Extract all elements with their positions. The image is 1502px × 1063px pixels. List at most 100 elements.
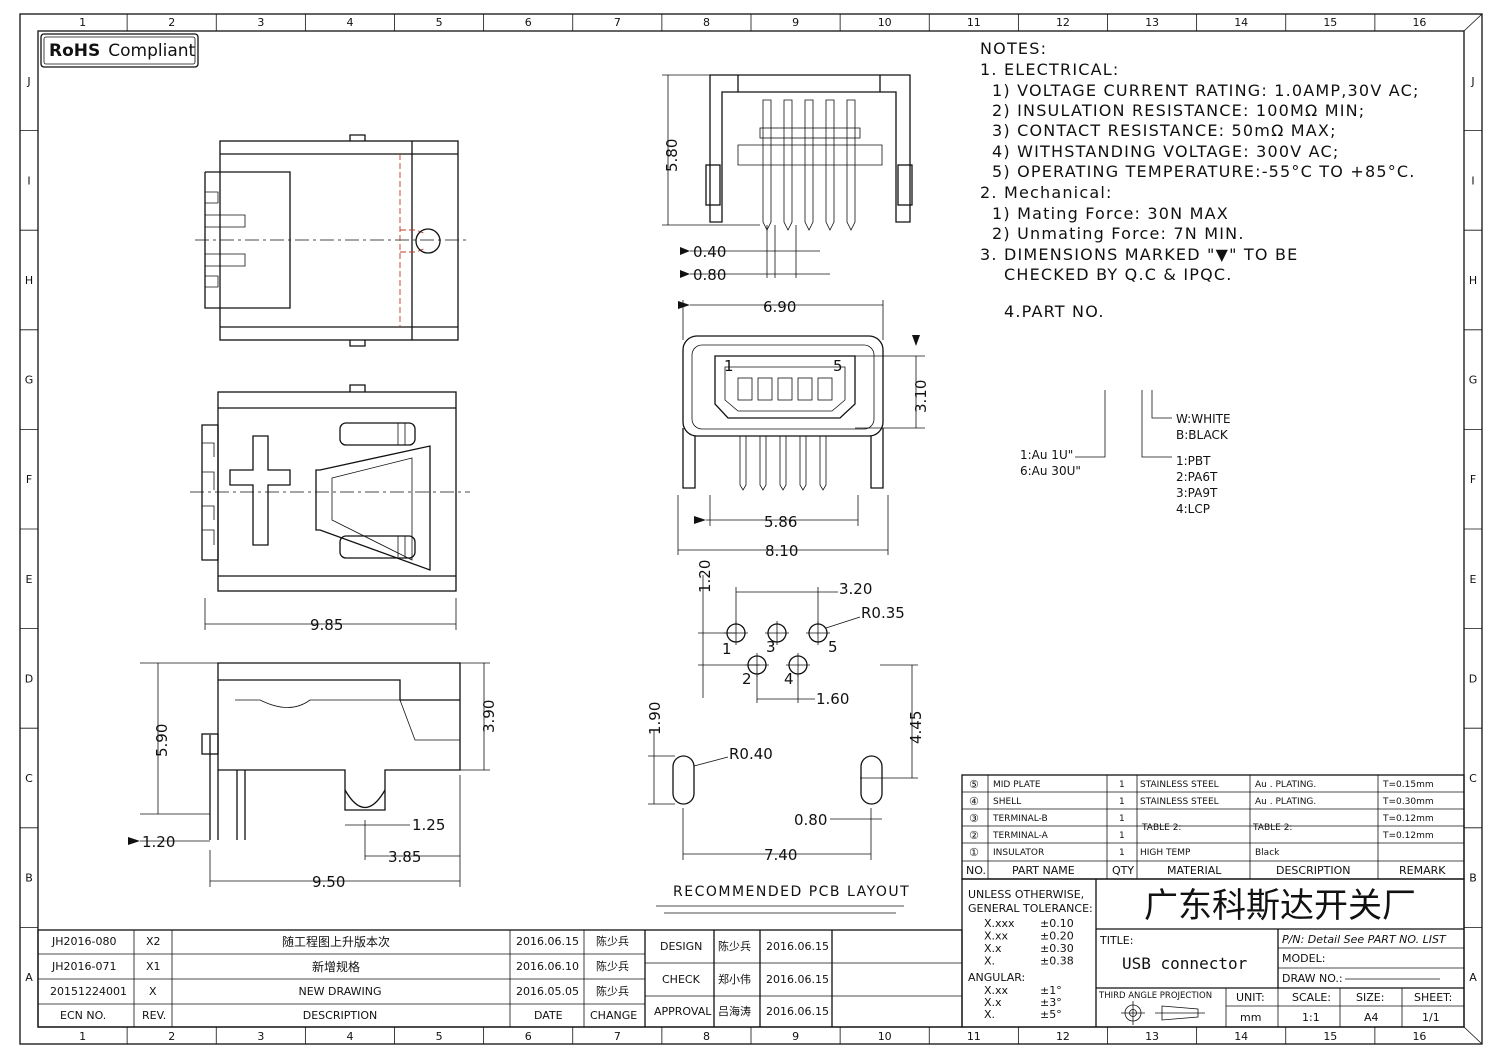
zone-column-label: 12 <box>1056 1030 1070 1043</box>
bom-qty: 1 <box>1119 848 1125 858</box>
zone-column-label: 13 <box>1145 1030 1159 1043</box>
approval-name: 陈少兵 <box>718 939 751 953</box>
pin-label: 5 <box>833 357 843 375</box>
zone-row-label: H <box>25 274 33 287</box>
front-contacts <box>737 377 833 401</box>
bom-qty: 1 <box>1119 797 1125 807</box>
rev-description: NEW DRAWING <box>298 985 381 998</box>
dim-label: 3.85 <box>388 848 421 866</box>
tolerance-value: ±0.20 <box>1040 930 1074 943</box>
zone-column-label: 2 <box>168 16 175 29</box>
scale-label: SCALE: <box>1292 991 1331 1004</box>
bom-name: MID PLATE <box>993 780 1041 790</box>
revision-row: JH2016-080 X2 随工程图上升版本次 2016.06.15 陈少兵 <box>51 934 629 949</box>
rev-date: 2016.06.10 <box>516 960 579 973</box>
dim-label: 6.90 <box>763 298 796 316</box>
contact-slot <box>737 377 753 401</box>
pcb-hole-layout: 1.20 3.20 R0.35 1 3 5 2 4 1.60 4.45 1.90… <box>646 560 925 914</box>
zone-row-label: D <box>1469 672 1477 685</box>
drawno-label: DRAW NO.: <box>1282 972 1343 985</box>
zone-column-label: 4 <box>346 1030 353 1043</box>
zone-column-label: 10 <box>878 16 892 29</box>
bom-description: Black <box>1255 848 1280 858</box>
notes-heading: NOTES: <box>980 39 1047 58</box>
zone-column-label: 16 <box>1412 1030 1426 1043</box>
zone-row-label: A <box>25 971 33 984</box>
revision-table: JH2016-080 X2 随工程图上升版本次 2016.06.15 陈少兵 J… <box>37 929 963 1028</box>
bom-qty: 1 <box>1119 780 1125 790</box>
plating-option: 1:Au 1U" <box>1020 448 1073 462</box>
bom-header: REMARK <box>1399 864 1446 877</box>
zone-column-label: 1 <box>79 1030 86 1043</box>
dim-label: 3.10 <box>912 380 930 413</box>
terminal-pin <box>739 435 747 491</box>
rev-header: DESCRIPTION <box>303 1009 377 1022</box>
contact-slot <box>817 377 833 401</box>
zone-column-label: 8 <box>703 16 710 29</box>
zone-column-label: 10 <box>878 1030 892 1043</box>
approval-row: CHECK 郑小伟 2016.06.15 <box>662 972 829 986</box>
bom-header: QTY <box>1112 864 1134 877</box>
rev-header: REV. <box>142 1009 166 1022</box>
bom-no: ② <box>969 829 979 842</box>
revision-header-row: ECN NO. REV. DESCRIPTION DATE CHANGE <box>60 1009 637 1022</box>
rev-date: 2016.05.05 <box>516 985 579 998</box>
plating-option: 6:Au 30U" <box>1020 464 1081 478</box>
bom-no: ① <box>969 846 979 859</box>
bom-remark: T=0.30mm <box>1382 797 1434 807</box>
zone-row-label: D <box>25 672 33 685</box>
tolerance-value: ±0.30 <box>1040 942 1074 955</box>
zone-column-label: 6 <box>525 1030 532 1043</box>
approval-date: 2016.06.15 <box>766 940 829 953</box>
tolerance-value: ±3° <box>1040 996 1062 1009</box>
bom-remark: T=0.12mm <box>1382 831 1434 841</box>
zone-row-label: E <box>1470 573 1477 586</box>
zone-row-label: G <box>25 374 34 387</box>
bom-no: ③ <box>969 812 979 825</box>
terminal-pin <box>779 435 787 491</box>
bom-row: ① INSULATOR 1 HIGH TEMP Black <box>969 846 1280 859</box>
rev-change: 陈少兵 <box>596 959 629 973</box>
approval-row: APPROVAL 吕海涛 2016.06.15 <box>654 1004 829 1018</box>
zone-column-label: 9 <box>792 1030 799 1043</box>
bom-row: ④ SHELL 1 STAINLESS STEEL Au . PLATING. … <box>969 795 1434 808</box>
sheet-label: SHEET: <box>1414 991 1452 1004</box>
size-label: SIZE: <box>1356 991 1384 1004</box>
bom-material: STAINLESS STEEL <box>1140 797 1219 807</box>
zone-row-label: G <box>1469 374 1478 387</box>
tolerance-angular-label: ANGULAR: <box>968 971 1025 984</box>
zone-row-label: J <box>1470 75 1474 88</box>
side-view: 5.90 3.90 1.20 1.25 3.85 9.50 <box>128 662 498 891</box>
note-line: 3) CONTACT RESISTANCE: 50mΩ MAX; <box>992 121 1337 140</box>
terminal-pin <box>762 99 772 231</box>
bom-no: ④ <box>969 795 979 808</box>
rev-rev: X1 <box>146 960 161 973</box>
zone-row-label: C <box>1469 772 1477 785</box>
zone-column-label: 12 <box>1056 16 1070 29</box>
bom-qty: 1 <box>1119 831 1125 841</box>
zone-column-label: 3 <box>257 16 264 29</box>
zone-row-label: E <box>26 573 33 586</box>
zone-column-label: 1 <box>79 16 86 29</box>
bom-name: SHELL <box>993 797 1021 807</box>
zone-column-label: 11 <box>967 1030 981 1043</box>
terminal-pin <box>804 99 814 231</box>
tolerance-class: X. <box>984 1008 995 1021</box>
tolerance-class: X.xx <box>984 930 1009 943</box>
dim-label: 1.60 <box>816 690 849 708</box>
zone-column-label: 15 <box>1323 16 1337 29</box>
dim-label: R0.40 <box>729 745 773 763</box>
drawing-title: USB connector <box>1122 954 1248 973</box>
material-option: 2:PA6T <box>1176 470 1218 484</box>
bom-table2-material: TABLE 2: <box>1141 823 1181 833</box>
rohs-bold: RoHS <box>49 41 100 61</box>
title-block: UNLESS OTHERWISE, GENERAL TOLERANCE: X.x… <box>961 878 1465 1028</box>
bom-row: ⑤ MID PLATE 1 STAINLESS STEEL Au . PLATI… <box>969 778 1434 791</box>
zone-column-label: 14 <box>1234 1030 1248 1043</box>
dim-label: 8.10 <box>765 542 798 560</box>
zone-column-label: 2 <box>168 1030 175 1043</box>
unit-value: mm <box>1240 1011 1261 1024</box>
dim-label: 0.80 <box>693 266 726 284</box>
